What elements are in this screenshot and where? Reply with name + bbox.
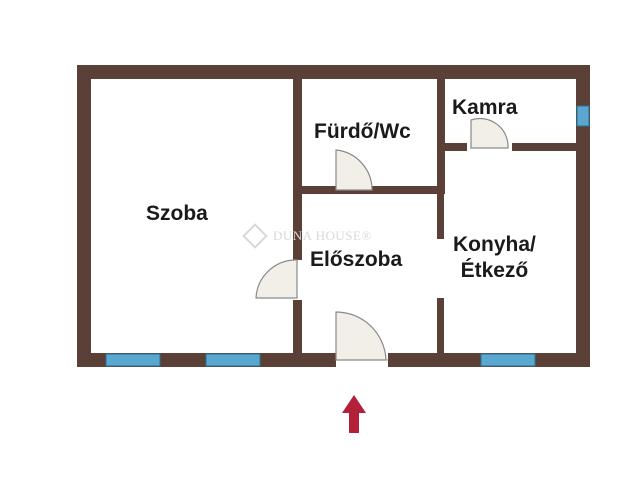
window-kamra	[576, 105, 590, 127]
room-label-szoba: Szoba	[146, 202, 208, 225]
wall-kitchen-upper	[437, 194, 444, 239]
duna-house-watermark: DUNA HOUSE®	[242, 223, 372, 249]
window-szoba-left	[105, 353, 161, 367]
door-szoba	[255, 259, 298, 299]
wall-right	[576, 65, 590, 367]
wall-szoba-lower	[293, 300, 302, 353]
wall-kitchen-lower	[437, 298, 444, 353]
window-szoba-right	[205, 353, 261, 367]
door-kamra	[470, 117, 509, 149]
wall-szoba-upper	[293, 79, 302, 260]
room-label-eloszoba: Előszoba	[310, 248, 403, 271]
wall-bath-right	[437, 79, 445, 194]
room-label-konyha: Konyha/ Étkező	[453, 233, 536, 283]
room-label-furdo-wc: Fürdő/Wc	[314, 120, 411, 143]
outer-walls	[77, 65, 590, 367]
wall-kamra-bottom-right	[512, 143, 576, 151]
door-entrance	[335, 311, 387, 361]
window-kitchen	[480, 353, 536, 367]
wall-left	[77, 65, 91, 367]
wall-bottom	[77, 353, 590, 367]
wall-top	[77, 65, 590, 79]
windows	[105, 105, 590, 367]
wall-kamra-bottom-left	[437, 143, 467, 151]
doors	[255, 117, 509, 361]
watermark-text: DUNA HOUSE®	[273, 228, 372, 243]
duna-house-logo-icon	[242, 223, 268, 249]
entrance-arrow-icon	[342, 395, 366, 433]
room-label-kamra: Kamra	[452, 96, 518, 119]
door-bathroom	[335, 149, 373, 191]
room-label-konyha-line2: Étkező	[460, 259, 529, 283]
room-label-konyha-line1: Konyha/	[453, 233, 536, 256]
